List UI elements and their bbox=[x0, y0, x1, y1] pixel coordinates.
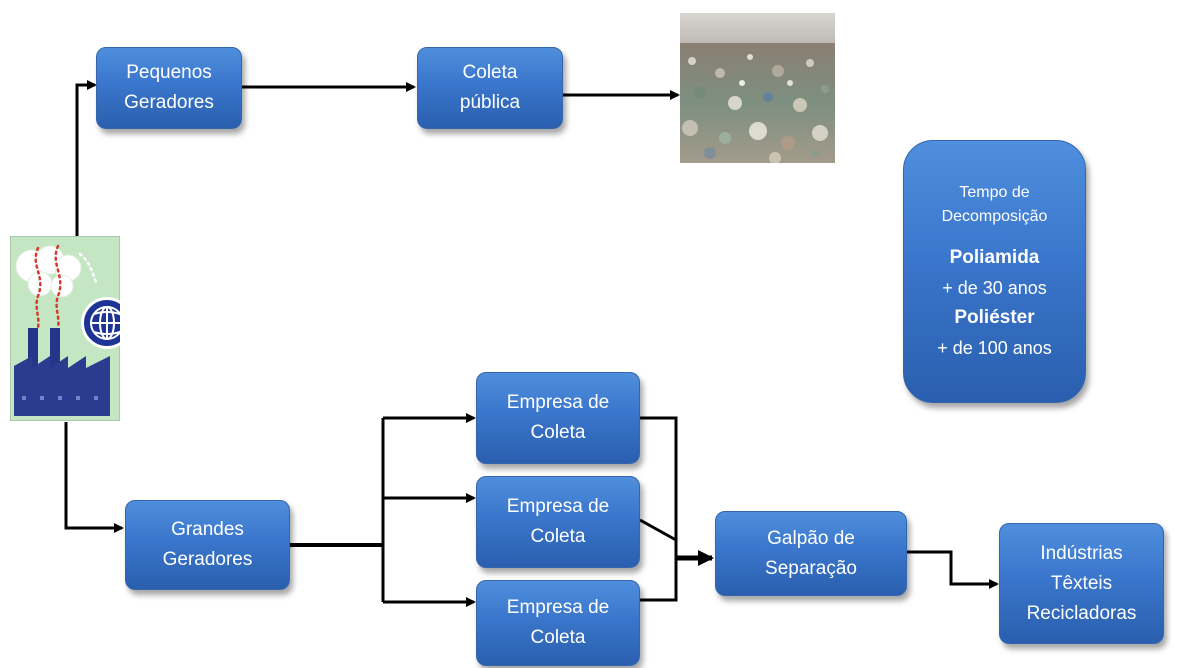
industrias-line2: Têxteis bbox=[1050, 572, 1113, 594]
pequenos-line1: Pequenos bbox=[126, 62, 212, 83]
coleta-publica-box: Coleta pública bbox=[417, 47, 563, 129]
line-empresa3-out bbox=[640, 558, 678, 602]
factory-globe-icon bbox=[10, 236, 120, 421]
industrias-line3: Recicladoras bbox=[1026, 602, 1137, 624]
decomp-material-1: Poliamida bbox=[949, 246, 1040, 268]
decomposition-time-box: Tempo de Decomposição Poliamida + de 30 … bbox=[903, 140, 1086, 403]
empresa1-line2: Coleta bbox=[530, 422, 586, 443]
industrias-recicladoras-box: Indústrias Têxteis Recicladoras bbox=[999, 523, 1164, 644]
empresa2-line1: Empresa de bbox=[506, 496, 610, 517]
decomp-title-line1: Tempo de bbox=[959, 183, 1030, 201]
coleta-publica-line1: Coleta bbox=[462, 62, 518, 83]
grandes-line2: Geradores bbox=[162, 549, 253, 570]
empresa2-line2: Coleta bbox=[530, 526, 586, 547]
empresa3-line1: Empresa de bbox=[506, 597, 610, 618]
arrow-factory-pequenos bbox=[75, 80, 97, 238]
arrow-galpao-industrias bbox=[907, 550, 999, 589]
galpao-line1: Galpão de bbox=[767, 527, 855, 549]
pequenos-line2: Geradores bbox=[124, 92, 214, 113]
galpao-line2: Separação bbox=[765, 557, 857, 579]
empresa3-line2: Coleta bbox=[530, 627, 586, 648]
decomp-material-2: Poliéster bbox=[954, 306, 1035, 328]
industrias-line1: Indústrias bbox=[1040, 542, 1123, 564]
grandes-geradores-box: Grandes Geradores bbox=[125, 500, 290, 590]
coleta-publica-line2: pública bbox=[459, 92, 521, 113]
galpao-separacao-box: Galpão de Separação bbox=[715, 511, 907, 596]
empresa-coleta-box-2: Empresa de Coleta bbox=[476, 476, 640, 568]
landfill-photo bbox=[680, 13, 835, 163]
empresa-coleta-box-1: Empresa de Coleta bbox=[476, 372, 640, 464]
grandes-line1: Grandes bbox=[171, 519, 244, 540]
decomp-time-1: + de 30 anos bbox=[942, 277, 1047, 298]
line-empresa2-out bbox=[639, 518, 677, 542]
empresa-coleta-box-3: Empresa de Coleta bbox=[476, 580, 640, 666]
pequenos-geradores-box: Pequenos Geradores bbox=[96, 47, 242, 129]
decomp-time-2: + de 100 anos bbox=[937, 337, 1052, 358]
decomp-title-line2: Decomposição bbox=[941, 207, 1048, 225]
line-empresa1-out bbox=[640, 416, 678, 558]
arrow-factory-grandes bbox=[64, 422, 124, 533]
empresa1-line1: Empresa de bbox=[506, 392, 610, 413]
